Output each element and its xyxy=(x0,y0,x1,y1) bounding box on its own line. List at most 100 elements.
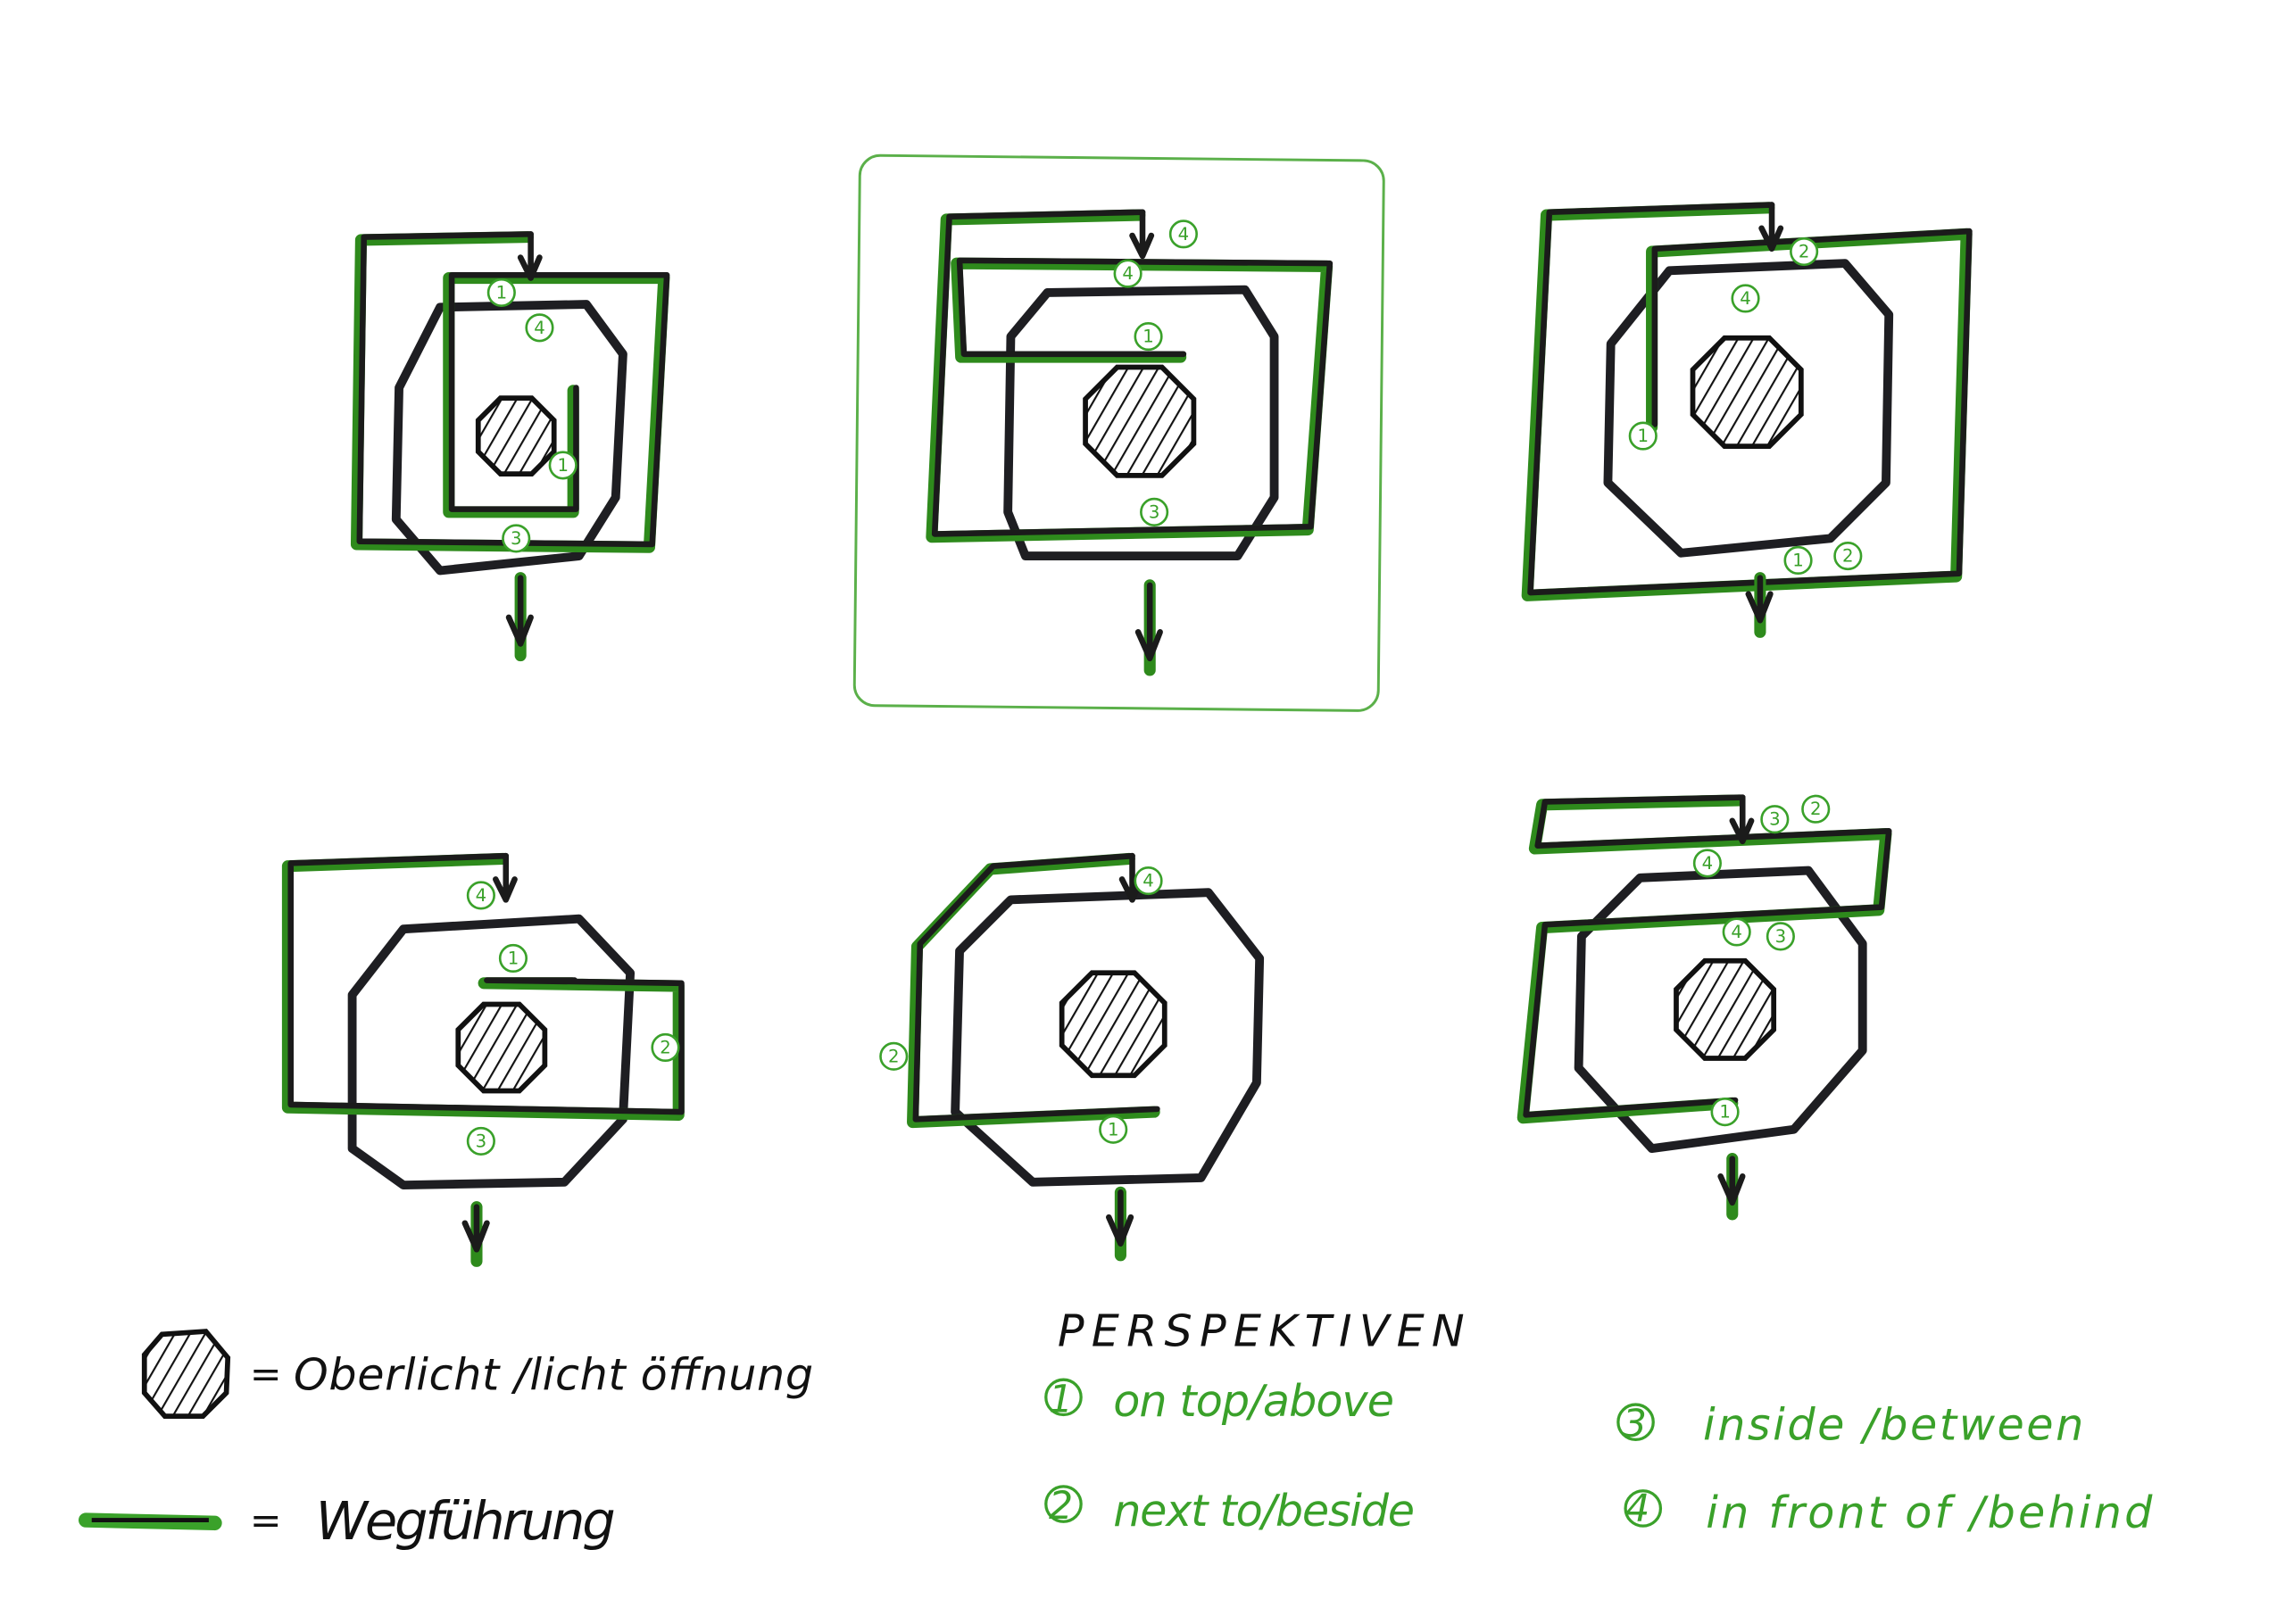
perspective-marker-label: 1 xyxy=(508,948,519,968)
perspective-marker: 3 xyxy=(466,1126,495,1156)
perspective-marker: 4 xyxy=(1113,259,1142,288)
perspective-marker: 4 xyxy=(1134,866,1163,896)
building-octagon xyxy=(347,914,636,1190)
perspective-marker-label: 2 xyxy=(660,1037,671,1057)
legend-path: = Wegführung xyxy=(78,1490,616,1552)
perspective-marker: 4 xyxy=(466,881,495,910)
perspective-marker-label: 2 xyxy=(1810,799,1822,819)
perspective-marker-label: 3 xyxy=(1149,501,1160,522)
perspective-text-4: in front of /behind xyxy=(1706,1487,2153,1538)
perspective-marker-label: 1 xyxy=(1637,426,1649,446)
legend-path-equals: = xyxy=(250,1498,282,1543)
skylight-icon xyxy=(1059,970,1167,1079)
perspective-text-3: inside /between xyxy=(1703,1398,2083,1450)
perspective-marker: 3 xyxy=(1766,922,1795,951)
perspective-marker-label: 4 xyxy=(1178,224,1190,244)
perspective-item-3: 3 inside /between xyxy=(1616,1398,2083,1450)
perspectives-key: PERSPEKTIVEN 1 on top/above 2 next to/be… xyxy=(1044,1305,2153,1538)
route-path-ink xyxy=(912,852,1160,1123)
exit-arrow-icon xyxy=(505,575,534,647)
route-path-ink xyxy=(287,852,685,1115)
exit-arrow-icon xyxy=(1745,575,1774,624)
perspective-marker-label: 1 xyxy=(1142,327,1154,347)
diagram-grid: 1 4 1 3 4 4 1 3 2 4 1 1 2 4 1 2 3 4 2 1 3 2 4 4 3 1 xyxy=(281,202,1973,1267)
diagram-2: 4 4 1 3 xyxy=(926,209,1334,676)
perspective-marker: 3 xyxy=(1760,805,1790,834)
perspective-marker: 1 xyxy=(1099,1114,1128,1144)
perspective-marker: 3 xyxy=(1140,497,1169,526)
legend-skylight-equals: = xyxy=(250,1352,282,1396)
perspective-marker: 1 xyxy=(1710,1098,1740,1127)
perspective-marker: 4 xyxy=(1168,220,1198,249)
perspective-marker-label: 2 xyxy=(1842,546,1854,567)
exit-arrow-icon xyxy=(461,1204,490,1253)
exit-arrow-icon xyxy=(1106,1189,1134,1247)
legend-skylight: = Oberlicht /licht öffnung xyxy=(141,1329,813,1420)
perspective-marker-label: 1 xyxy=(557,455,569,476)
perspective-marker-label: 3 xyxy=(1769,809,1781,830)
perspective-text-1: on top/above xyxy=(1113,1375,1394,1427)
route-path-ink xyxy=(1523,794,1892,1118)
perspective-marker-label: 1 xyxy=(1792,550,1804,570)
perspective-marker-label: 1 xyxy=(496,282,508,302)
skylight-icon xyxy=(455,1001,548,1094)
perspective-marker: 4 xyxy=(1722,917,1751,947)
building-octagon xyxy=(1003,285,1279,560)
perspective-item-4: 4 in front of /behind xyxy=(1624,1487,2153,1538)
legend-path-text: Wegführung xyxy=(316,1490,616,1552)
building-octagon xyxy=(951,888,1265,1187)
entry-arrow-icon xyxy=(1758,202,1784,253)
perspective-marker-label: 1 xyxy=(1108,1119,1119,1139)
perspective-marker: 2 xyxy=(1790,236,1819,267)
route-path-ink xyxy=(1527,202,1973,596)
diagram-4: 4 1 2 3 xyxy=(281,852,685,1267)
skylight-icon xyxy=(1083,364,1197,478)
perspective-marker: 4 xyxy=(1731,284,1760,313)
skylight-icon xyxy=(1690,335,1804,449)
entry-arrow-icon xyxy=(492,852,518,903)
perspective-marker-label: 3 xyxy=(476,1131,487,1151)
exit-arrow-icon xyxy=(1717,1156,1746,1206)
entry-arrow-icon xyxy=(1729,794,1755,845)
route-path-ink xyxy=(931,209,1334,537)
perspective-marker: 1 xyxy=(486,278,516,307)
skylight-icon xyxy=(475,395,557,476)
perspective-marker: 2 xyxy=(1801,794,1831,824)
perspective-marker-label: 1 xyxy=(1719,1102,1731,1123)
diagram-5: 4 2 1 xyxy=(879,852,1265,1262)
perspective-marker-label: 4 xyxy=(1740,288,1751,309)
perspective-item-1: 1 on top/above xyxy=(1044,1375,1394,1427)
building-octagon xyxy=(1574,866,1867,1154)
perspective-item-2: 2 next to/beside xyxy=(1044,1484,1415,1537)
perspective-marker: 2 xyxy=(651,1032,680,1063)
perspective-marker: 4 xyxy=(525,313,554,343)
diagram-3: 2 4 1 1 2 xyxy=(1521,202,1973,638)
perspective-marker-label: 4 xyxy=(534,318,545,338)
perspectives-title: PERSPEKTIVEN xyxy=(1058,1305,1465,1356)
perspective-marker: 1 xyxy=(1134,322,1163,352)
skylight-icon xyxy=(1674,957,1777,1061)
perspective-marker-label: 4 xyxy=(1142,871,1154,891)
legend: = Oberlicht /licht öffnung = Wegführung xyxy=(78,1329,813,1552)
perspective-marker-label: 4 xyxy=(1122,263,1134,284)
perspective-marker: 2 xyxy=(879,1041,909,1071)
perspective-marker: 3 xyxy=(502,524,531,553)
building-octagon xyxy=(1603,259,1894,558)
perspective-marker: 1 xyxy=(1628,421,1658,451)
perspective-marker-label: 3 xyxy=(1775,926,1787,947)
perspective-marker: 1 xyxy=(498,943,528,974)
diagram-1: 1 4 1 3 xyxy=(350,231,670,662)
perspective-marker: 1 xyxy=(548,451,577,480)
exit-arrow-icon xyxy=(1134,582,1163,662)
perspective-marker-label: 2 xyxy=(1799,242,1810,262)
perspective-marker-label: 4 xyxy=(1702,853,1714,874)
diagram-6: 3 2 4 4 3 1 xyxy=(1516,794,1892,1221)
building-octagon xyxy=(391,300,627,576)
perspective-text-2: next to/beside xyxy=(1113,1485,1415,1537)
legend-skylight-text: Oberlicht /licht öffnung xyxy=(294,1349,813,1401)
perspective-marker-label: 3 xyxy=(511,528,522,549)
skylight-symbol-icon xyxy=(141,1329,231,1420)
perspective-marker-label: 4 xyxy=(476,885,487,906)
diagram-2-frame xyxy=(852,153,1385,712)
